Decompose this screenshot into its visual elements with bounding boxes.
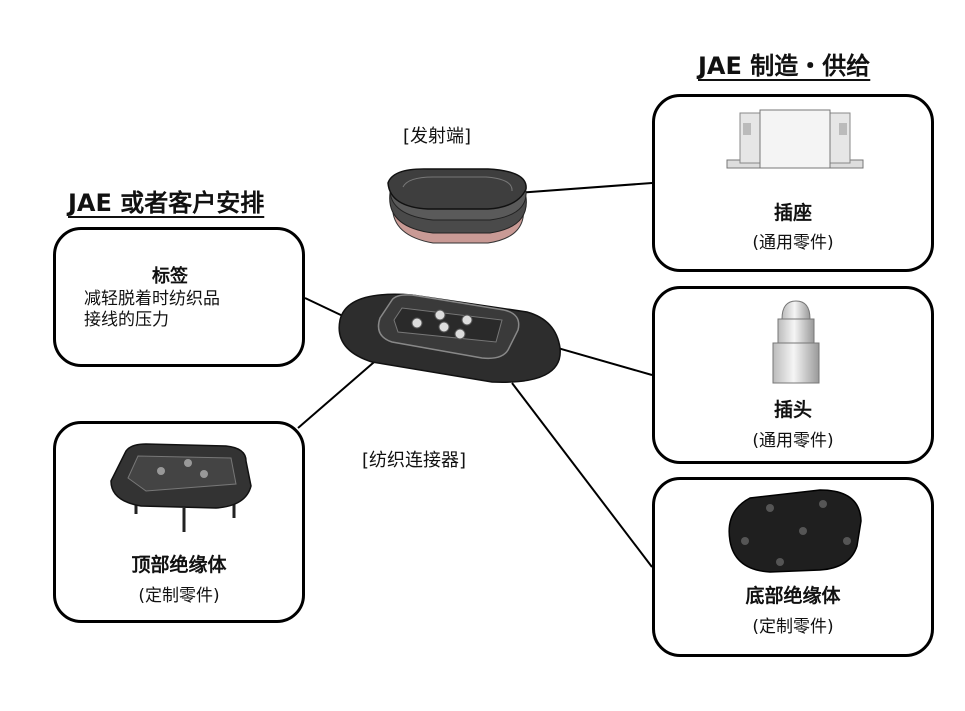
line-connector-to-bottom-insulator bbox=[511, 382, 653, 568]
pin bbox=[438, 321, 450, 333]
plug-box: 插头 (通用零件) bbox=[652, 286, 934, 464]
label-desc-line2: 接线的压力 bbox=[84, 310, 169, 330]
label-box: 标签 减轻脱着时纺织品 接线的压力 bbox=[53, 227, 305, 367]
plug-illustration bbox=[772, 300, 820, 384]
plug-sub: (通用零件) bbox=[752, 431, 834, 451]
pin bbox=[461, 314, 473, 326]
top-insulator-illustration bbox=[110, 443, 252, 532]
transmitter-caption: [发射端] bbox=[403, 126, 472, 147]
textile-connector-illustration bbox=[338, 293, 561, 383]
plug-title: 插头 bbox=[773, 399, 812, 421]
top-insulator-title: 顶部绝缘体 bbox=[131, 554, 227, 576]
pin bbox=[434, 309, 446, 321]
customer-heading: JAE 或者客户安排 bbox=[68, 189, 265, 217]
socket-box: 插座 (通用零件) bbox=[652, 94, 934, 272]
top-insulator-sub: (定制零件) bbox=[138, 586, 220, 606]
supplier-heading: JAE 制造・供给 bbox=[698, 52, 871, 80]
socket-illustration bbox=[726, 109, 864, 169]
connector-caption: [纺织连接器] bbox=[362, 450, 467, 471]
bottom-insulator-title: 底部绝缘体 bbox=[745, 585, 841, 607]
transmitter-illustration bbox=[387, 168, 527, 244]
bottom-insulator-illustration bbox=[728, 489, 862, 573]
socket-sub: (通用零件) bbox=[752, 233, 834, 253]
top-insulator-box: 顶部绝缘体 (定制零件) bbox=[53, 421, 305, 623]
socket-title: 插座 bbox=[773, 202, 812, 224]
label-title: 标签 bbox=[152, 266, 188, 287]
bottom-insulator-sub: (定制零件) bbox=[752, 617, 834, 637]
line-label-to-connector bbox=[304, 297, 346, 318]
pin bbox=[454, 328, 466, 340]
bottom-insulator-box: 底部绝缘体 (定制零件) bbox=[652, 477, 934, 657]
pin bbox=[411, 317, 423, 329]
label-desc-line1: 减轻脱着时纺织品 bbox=[84, 289, 220, 309]
